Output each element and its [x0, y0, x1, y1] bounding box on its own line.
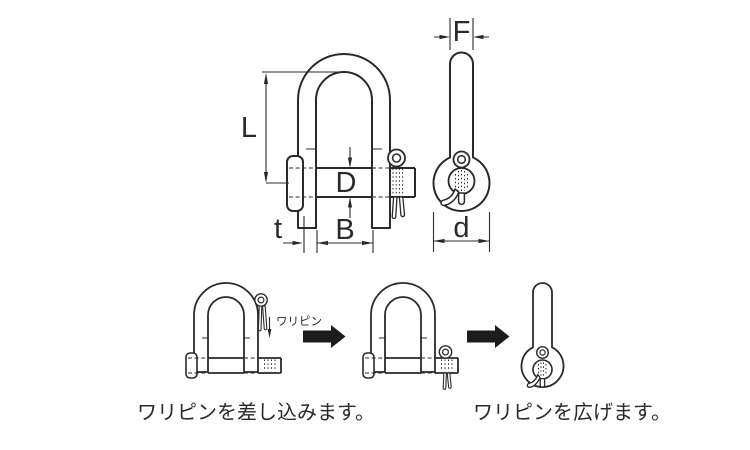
dim-label-B: B	[335, 214, 354, 246]
caption-insert-pin: ワリピンを差し込みます。	[137, 401, 375, 424]
step3-shackle-drawing	[520, 282, 565, 388]
shackle-side-body	[432, 51, 491, 212]
split-pin-callout: ワリピン	[267, 315, 322, 338]
small-shackle-side-body	[520, 282, 565, 388]
pin-head	[286, 155, 304, 212]
shackle-pin	[316, 167, 416, 198]
split-pin-icon	[526, 346, 553, 388]
step2-shackle-drawing	[362, 282, 459, 390]
dimension-F: F	[434, 16, 489, 50]
dim-label-L: L	[241, 112, 257, 144]
caption-spread-pin: ワリピンを広げます。	[473, 401, 671, 424]
step1-shackle-drawing: ワリピン	[185, 282, 322, 379]
callout-arrow-icon	[267, 329, 272, 338]
dimension-d: d	[432, 212, 491, 252]
dim-label-t: t	[274, 213, 282, 245]
dim-label-F: F	[453, 16, 471, 48]
shackle-body	[297, 53, 391, 229]
split-pin-icon	[438, 345, 453, 390]
pin-head-end	[532, 359, 553, 380]
side-view-drawing: F d	[432, 16, 491, 252]
process-arrow-icon	[467, 325, 510, 348]
small-shackle	[362, 282, 459, 379]
front-view-drawing: L D t B	[241, 53, 416, 253]
dimension-D: D	[336, 147, 357, 218]
dimension-L: L	[241, 71, 345, 184]
dim-label-D: D	[336, 167, 357, 199]
dimension-t: t	[274, 213, 305, 253]
split-pin-icon	[254, 293, 268, 332]
split-pin-icon	[440, 150, 476, 207]
dim-label-d: d	[453, 212, 469, 244]
split-pin-callout-label: ワリピン	[276, 315, 322, 328]
process-arrow-icon	[303, 325, 346, 348]
dimension-B: B	[316, 214, 374, 253]
split-pin-icon	[387, 148, 406, 220]
